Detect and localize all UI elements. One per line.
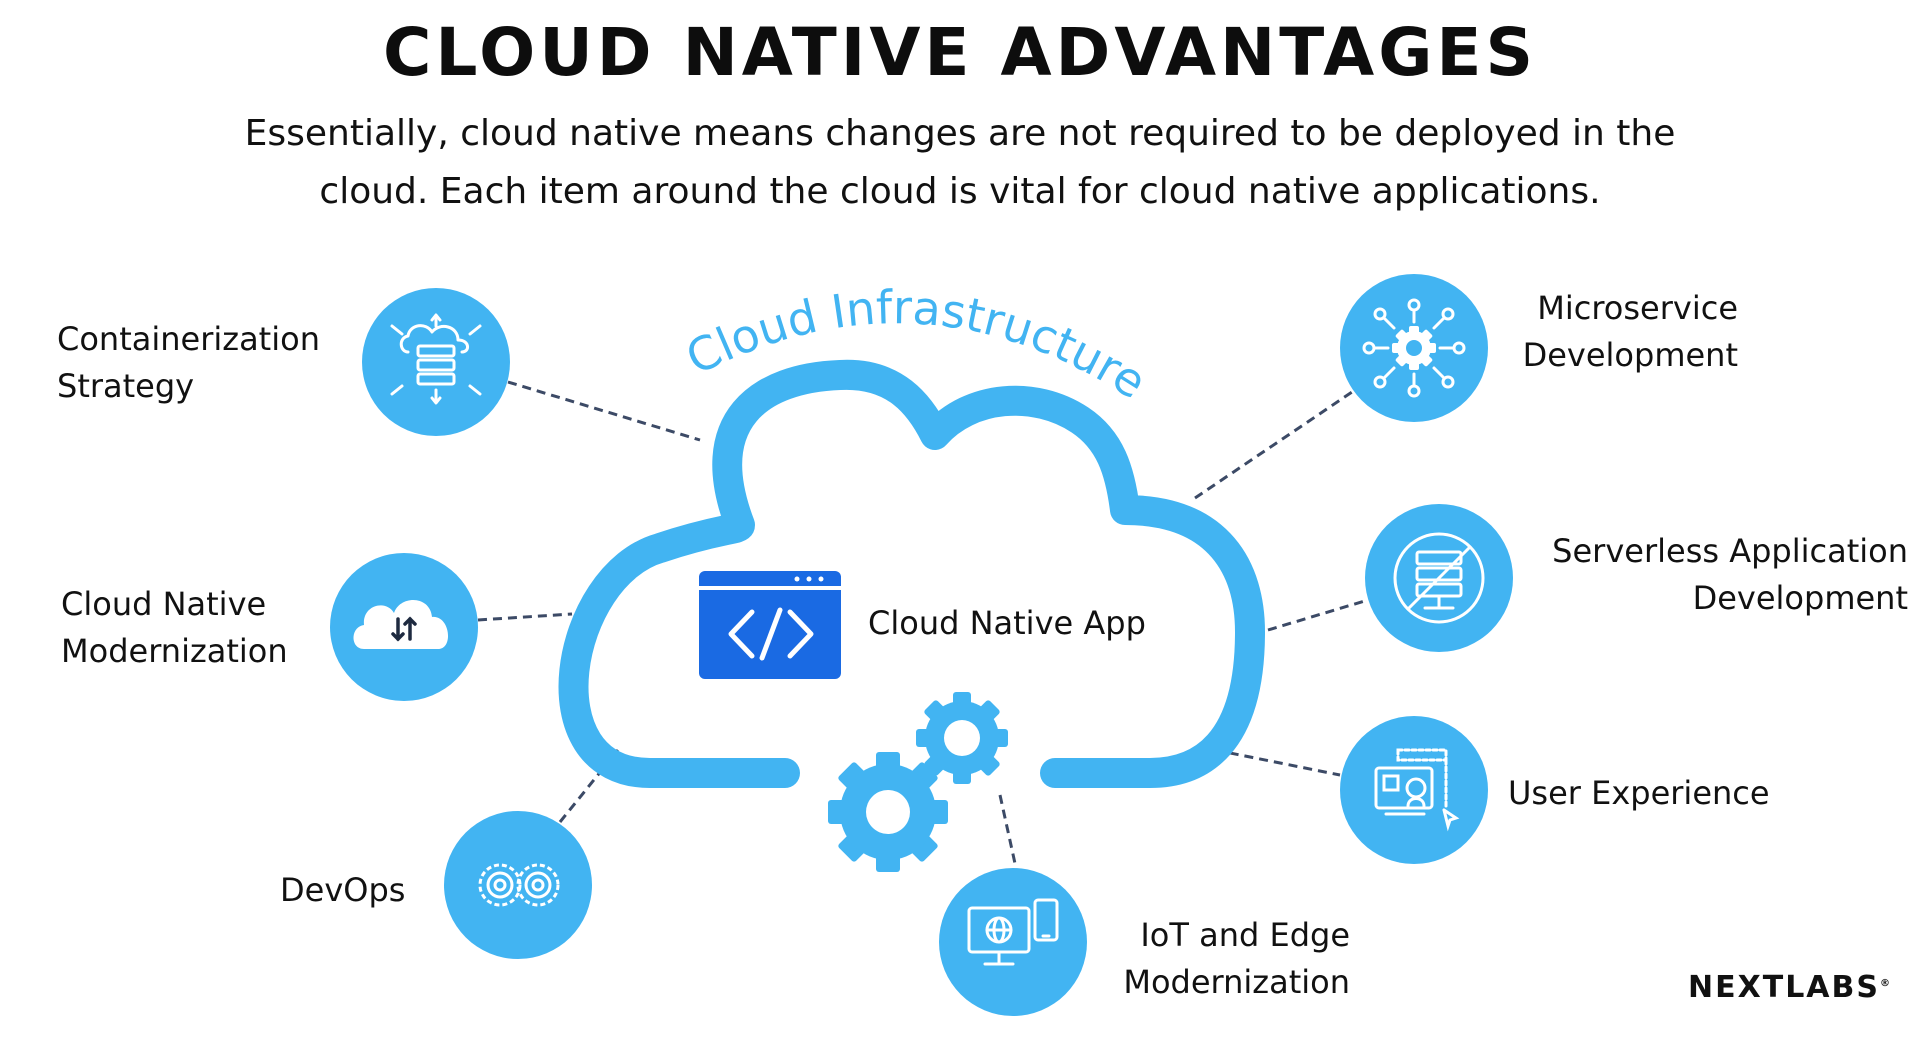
- gear-large-icon: [828, 752, 948, 872]
- ux-label: User Experience: [1508, 774, 1770, 812]
- connector-iot: [998, 794, 1018, 869]
- page-title: CLOUD NATIVE ADVANTAGES: [382, 14, 1538, 91]
- containerization-label: Containerization Strategy: [57, 320, 320, 405]
- connector-ux: [1214, 748, 1341, 777]
- serverless-label: Serverless Application Development: [1552, 532, 1908, 617]
- gear-network-icon: [1362, 298, 1466, 398]
- connector-serverless: [1267, 598, 1369, 632]
- connector-lines: [477, 380, 1369, 869]
- connector-microservice: [1194, 388, 1356, 500]
- code-window-icon: [699, 571, 841, 679]
- cloud-sync-icon: [353, 599, 449, 649]
- gear-loop-icon: [478, 863, 560, 907]
- nextlabs-logo: NEXTLABS®: [1688, 970, 1893, 1005]
- iot-label: IoT and Edge Modernization: [1123, 916, 1350, 1001]
- no-server-icon: [1393, 532, 1485, 624]
- devices-globe-icon: [967, 898, 1059, 966]
- server-cloud-arrows-icon: [390, 313, 482, 405]
- modernization-label: Cloud Native Modernization: [61, 585, 288, 670]
- cloud-native-app-label: Cloud Native App: [868, 604, 1146, 642]
- page-subtitle: Essentially, cloud native means changes …: [230, 105, 1690, 221]
- connector-modernization: [477, 612, 573, 622]
- devops-label: DevOps: [280, 871, 406, 909]
- subtitle-line-2: cloud. Each item around the cloud is vit…: [319, 171, 1601, 212]
- iot-node: [939, 868, 1087, 1016]
- microservice-node: [1340, 274, 1488, 422]
- containerization-node: [362, 288, 510, 436]
- serverless-node: [1365, 504, 1513, 652]
- cloud-outline: [558, 359, 1265, 788]
- ux-node: [1340, 716, 1488, 864]
- modernization-node: [330, 553, 478, 701]
- connector-containerization: [507, 380, 701, 442]
- devops-node: [444, 811, 592, 959]
- design-screen-icon: [1374, 748, 1460, 832]
- subtitle-line-1: Essentially, cloud native means changes …: [244, 113, 1676, 154]
- microservice-label: Microservice Development: [1522, 289, 1738, 374]
- gear-small-icon: [916, 692, 1008, 784]
